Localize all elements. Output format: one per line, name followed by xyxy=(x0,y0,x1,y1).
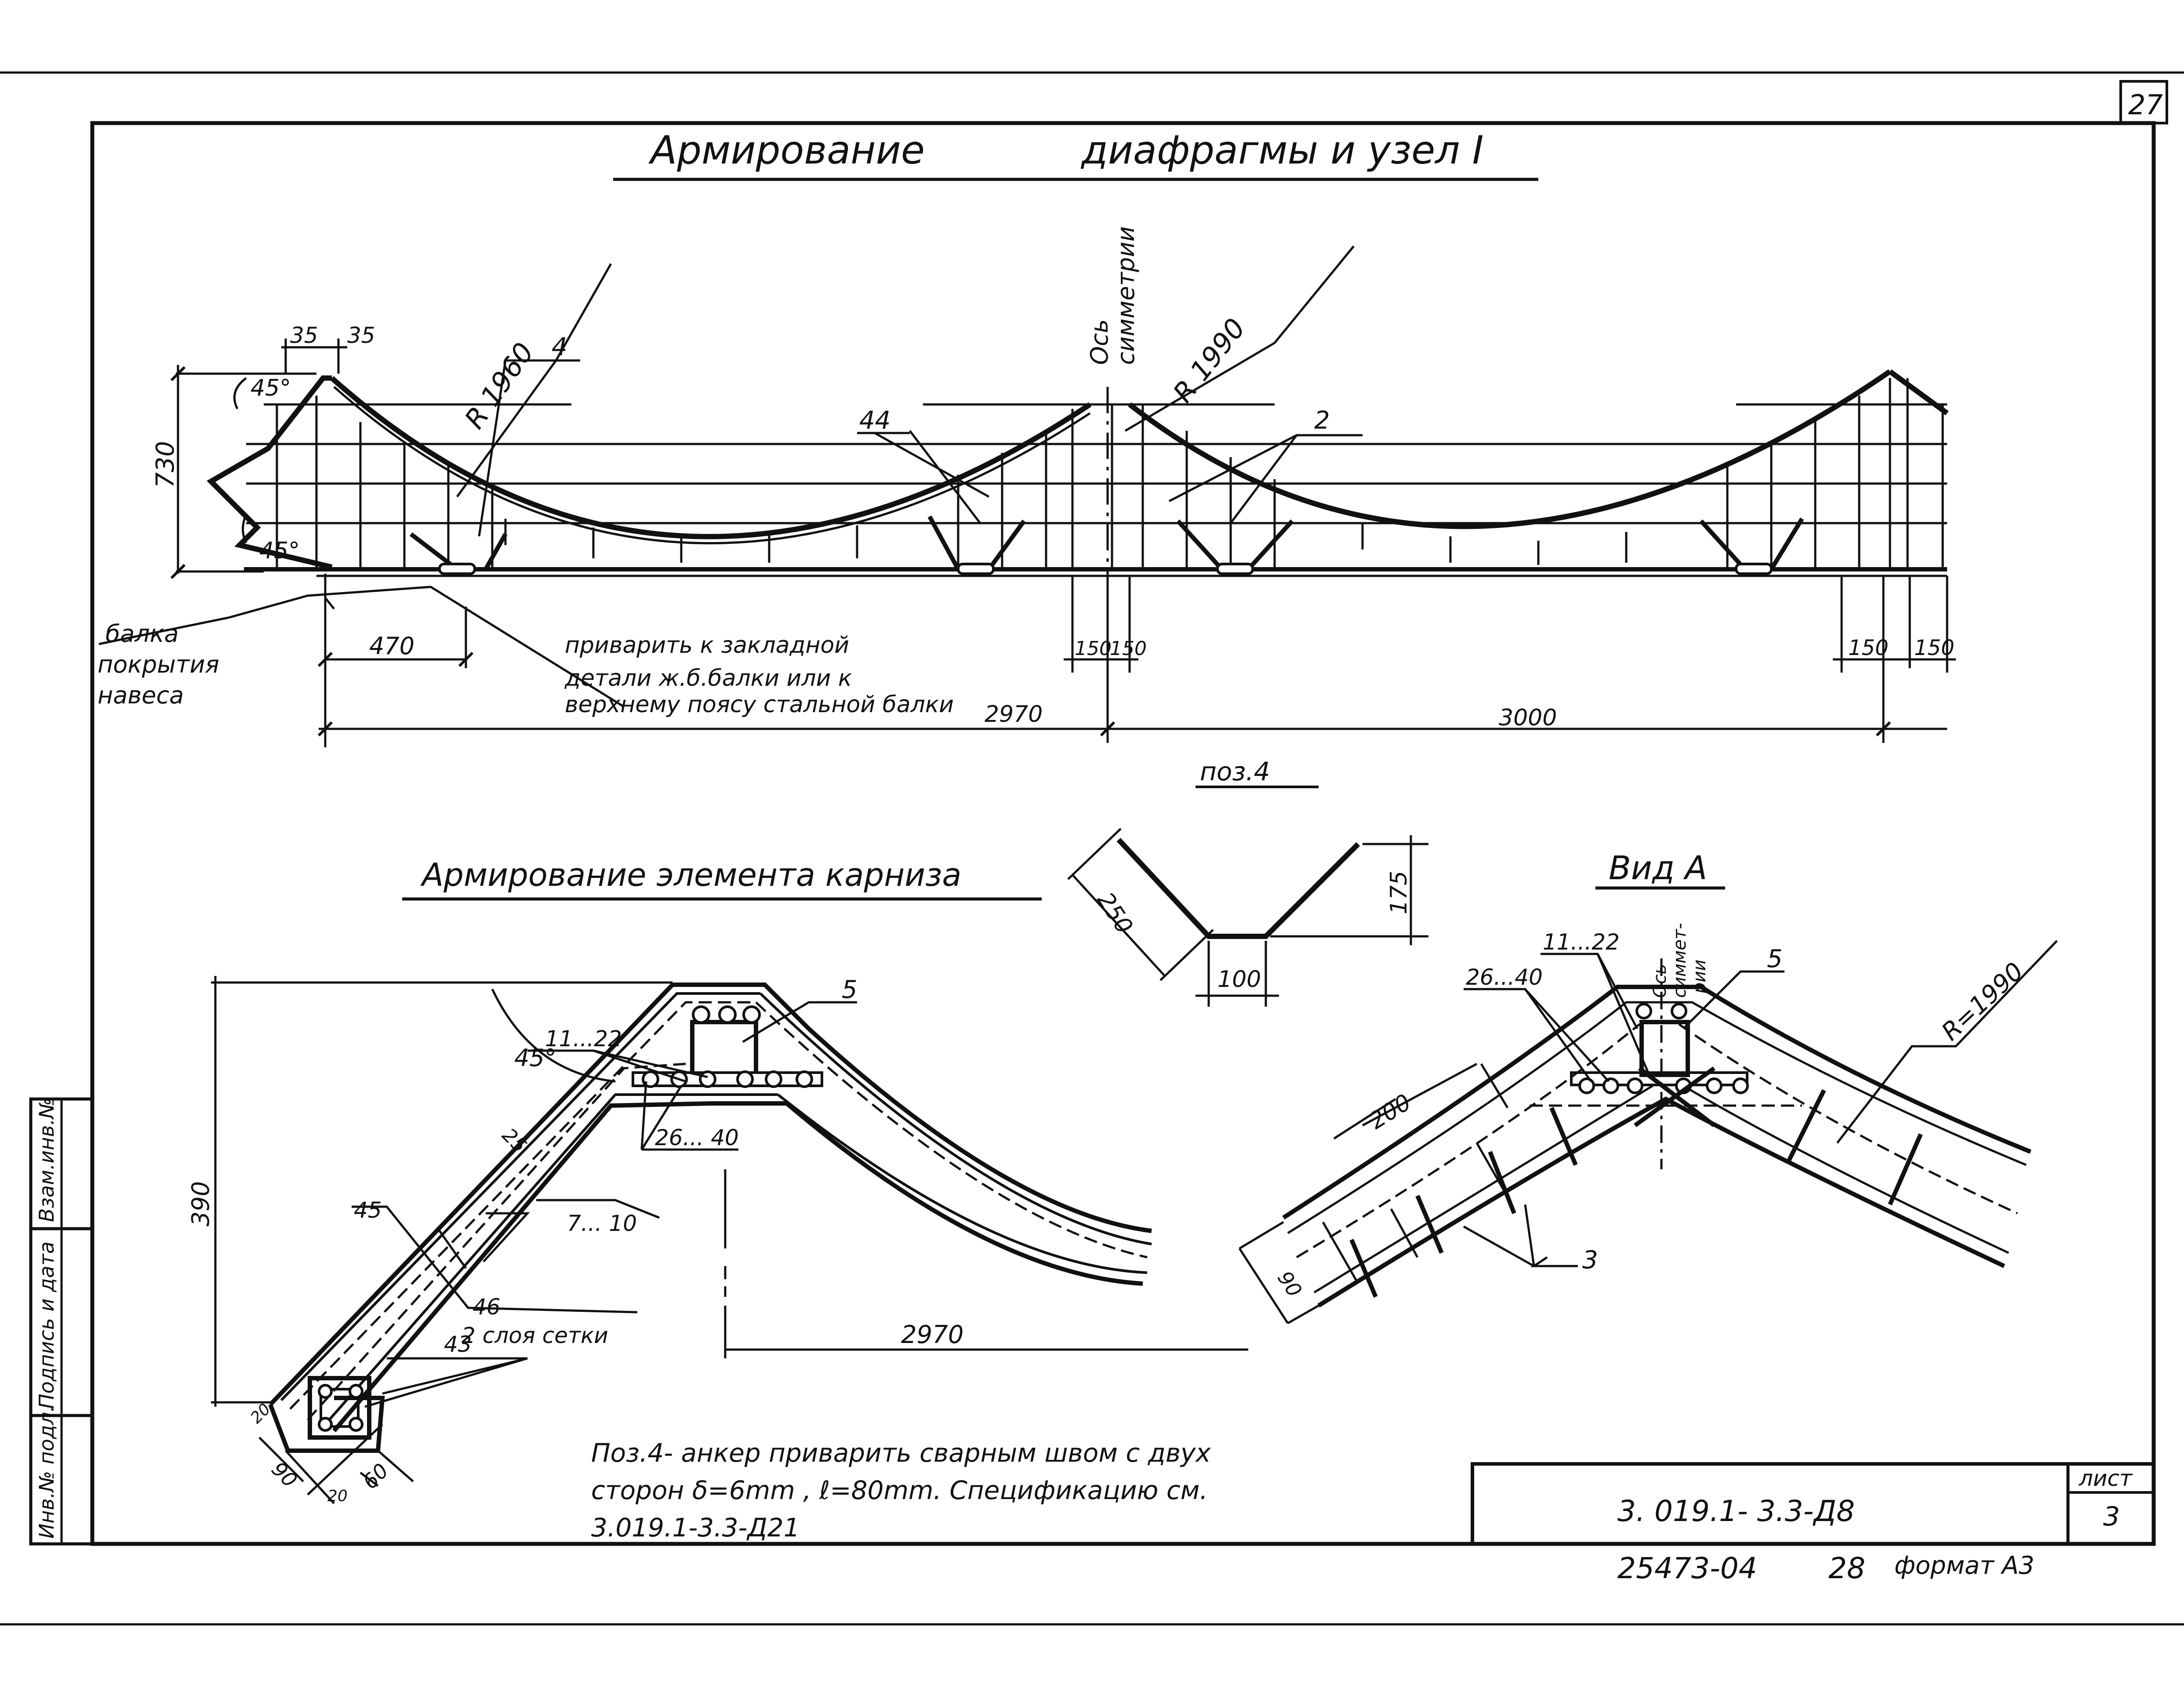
cornice-mesh-2-layers: 2 слоя сетки xyxy=(462,1323,608,1348)
beam-label-1: балка xyxy=(105,620,179,648)
side-stamp: Инв.№ подл. Подпись и дата Взам.инв.№ xyxy=(29,1097,94,1546)
stamp-replaced-inv: Взам.инв.№ xyxy=(35,1098,58,1222)
cornice-drawing: Армирование элемента карниза xyxy=(187,856,1248,1505)
view-a-axis-3: рии xyxy=(1690,960,1710,994)
cornice-pos-43: 43 xyxy=(444,1332,472,1357)
view-a-title: Вид А xyxy=(1609,849,1707,887)
view-a-axis-1: Ось xyxy=(1650,964,1670,998)
cornice-title: Армирование элемента карниза xyxy=(420,856,961,893)
radius-1960: R 1960 xyxy=(458,337,540,435)
copy-number: 28 xyxy=(1828,1551,1865,1585)
angle-45-bottom: 45° xyxy=(259,538,300,564)
axis-symmetry-1: Ось xyxy=(1086,319,1113,365)
beam-label-3: навеса xyxy=(98,681,184,709)
format-label: формат А3 xyxy=(1894,1551,2035,1580)
diaphragm-drawing: 35 35 45° 45° 730 R 1960 R 1990 Ось симм… xyxy=(98,226,1956,747)
title-block: 3. 019.1- 3.3-Д8 лист 3 25473-04 28 форм… xyxy=(1471,1462,2155,1585)
height-730: 730 xyxy=(151,441,180,488)
weld-note-3: верхнему поясу стальной балки xyxy=(565,691,954,718)
dim-150-d: 150 xyxy=(1914,636,1955,660)
dim-150-c: 150 xyxy=(1848,636,1889,660)
cornice-pos-5: 5 xyxy=(842,975,858,1004)
top-title: Армирование диафрагмы и узел I xyxy=(613,127,1538,181)
angle-45-top: 45° xyxy=(251,375,291,401)
weld-note-1: приварить к закладной xyxy=(565,632,849,659)
stamp-inv-no: Инв.№ подл. xyxy=(35,1405,58,1539)
sheet-frame: 27 xyxy=(0,71,2184,1626)
view-a-dim-200: 200 xyxy=(1365,1089,1416,1135)
top-title-left: Армирование xyxy=(648,127,925,173)
radius-1990: R 1990 xyxy=(1166,312,1251,408)
cornice-dim-2970: 2970 xyxy=(901,1321,964,1349)
view-a-pos-11-22: 11...22 xyxy=(1543,929,1620,955)
cornice-dim-60: 60 xyxy=(358,1459,393,1494)
sheet-value: 3 xyxy=(2103,1501,2120,1532)
cornice-pos-26-40: 26... 40 xyxy=(655,1125,739,1150)
axis-symmetry-2: симметрии xyxy=(1112,226,1140,365)
view-a-pos-26-40: 26...40 xyxy=(1466,964,1543,990)
cornice-pos-45: 45 xyxy=(354,1197,382,1223)
dim-35-right: 35 xyxy=(347,323,375,348)
beam-label-2: покрытия xyxy=(98,651,219,678)
cornice-angle-45: 45° xyxy=(514,1044,556,1072)
dim-150-a: 150 xyxy=(1075,637,1112,660)
cornice-pos-46: 46 xyxy=(472,1294,501,1320)
cornice-pos-11-22: 11...22 xyxy=(545,1026,622,1052)
pos4-dim-175: 175 xyxy=(1386,871,1412,914)
note-line-2: сторон δ=6mm , ℓ=80mm. Спецификацию см. xyxy=(591,1475,1208,1505)
weld-note-2: детали ж.б.балки или к xyxy=(564,665,852,691)
view-a-pos-3: 3 xyxy=(1582,1246,1598,1274)
dim-2970: 2970 xyxy=(985,701,1043,728)
note-block: Поз.4- анкер приварить сварным швом с дв… xyxy=(591,1438,1211,1543)
note-line-3: 3.019.1-3.3-Д21 xyxy=(591,1513,800,1543)
dim-35-left: 35 xyxy=(290,323,318,348)
view-a-pos-5: 5 xyxy=(1767,945,1783,973)
dim-150-b: 150 xyxy=(1110,637,1147,660)
cornice-pos-7-10: 7... 10 xyxy=(567,1211,637,1236)
note-line-1: Поз.4- анкер приварить сварным швом с дв… xyxy=(591,1438,1211,1468)
pos-44-label: 44 xyxy=(859,406,890,435)
stamp-signature-date: Подпись и дата xyxy=(35,1241,58,1409)
cornice-dim-20-b: 20 xyxy=(327,1487,348,1505)
sheet-label: лист xyxy=(2079,1466,2133,1491)
view-a-drawing: Вид А xyxy=(1238,849,2058,1325)
sheet-number: 27 xyxy=(2128,89,2163,121)
view-a-axis-2: симмет- xyxy=(1670,923,1690,998)
view-a-dim-90: 90 xyxy=(1273,1267,1307,1302)
pos4-title: поз.4 xyxy=(1200,757,1270,786)
pos4-dim-100: 100 xyxy=(1217,966,1261,993)
drawing-code: 3. 019.1- 3.3-Д8 xyxy=(1617,1494,1855,1528)
pos4-dim-250: 250 xyxy=(1092,888,1137,939)
dim-470: 470 xyxy=(369,632,414,660)
cornice-dim-25: 25 xyxy=(498,1124,531,1157)
top-title-right: диафрагмы и узел I xyxy=(1080,127,1483,173)
dim-3000: 3000 xyxy=(1499,705,1557,731)
pos-4-label: 4 xyxy=(552,333,567,361)
view-a-radius-1990: R=1990 xyxy=(1936,957,2029,1046)
pos4-detail: поз.4 250 100 175 xyxy=(1067,757,1428,1007)
pos-2-label: 2 xyxy=(1314,406,1330,435)
cornice-height-390: 390 xyxy=(187,1181,214,1226)
archive-number: 25473-04 xyxy=(1617,1551,1757,1585)
